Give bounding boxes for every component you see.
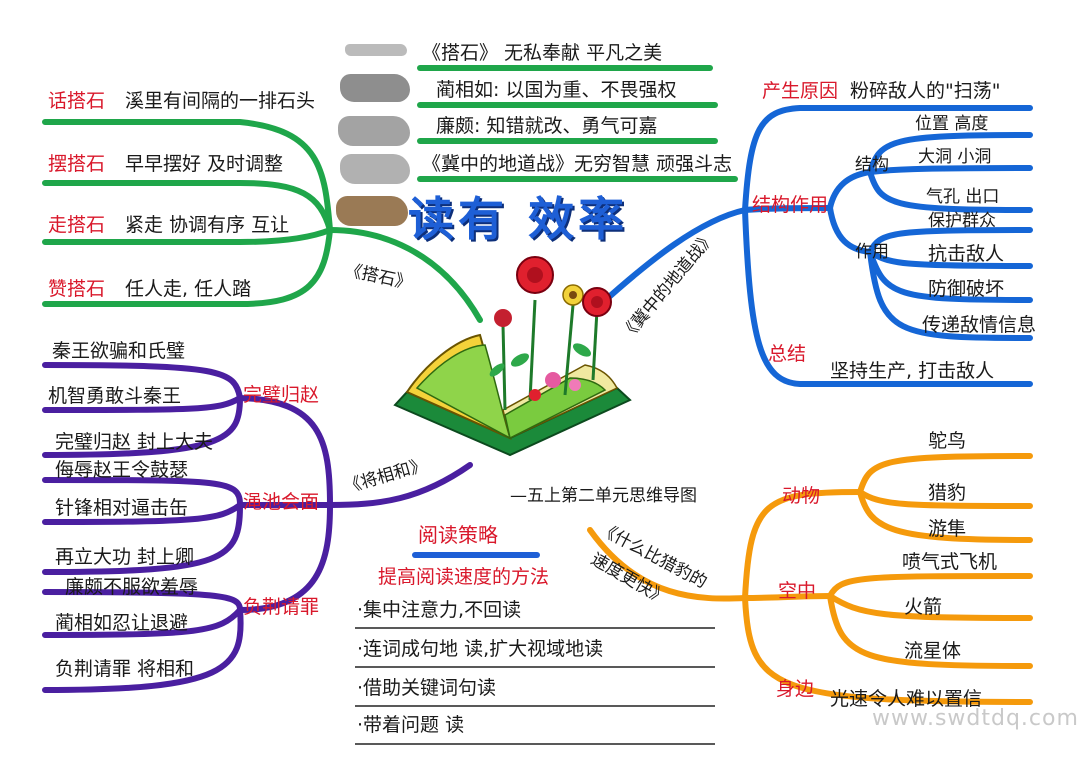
jxh-item: 负荆请罪 将相和: [55, 658, 195, 680]
jxh-item: 廉颇不服欲羞辱: [65, 576, 199, 598]
stone-icon: [345, 44, 407, 56]
jxh-group-key: 完璧归赵: [243, 384, 320, 406]
ddz-function-item: 传递敌情信息: [922, 314, 1037, 336]
top-note: 《搭石》 无私奉献 平凡之美: [422, 42, 663, 64]
ddz-function-item: 抗击敌人: [928, 243, 1005, 265]
ddz-summary-key: 总结: [768, 343, 807, 365]
jxh-item: 完璧归赵 封上大夫: [55, 431, 214, 453]
strategy-item: ·带着问题 读: [357, 714, 465, 736]
ddz-summary-text: 坚持生产, 打击敌人: [830, 360, 995, 382]
strategy-item: ·集中注意力,不回读: [357, 599, 522, 621]
stone-icon: [336, 196, 408, 226]
purple-branch-lines: [42, 362, 473, 693]
ddz-function-key: 作用: [855, 242, 889, 262]
lb-item: 猎豹: [928, 482, 967, 504]
ddz-function-item: 保护群众: [928, 211, 996, 231]
strategy-underlines: [355, 627, 715, 745]
dashi-key: 话搭石: [48, 90, 106, 112]
ddz-structure-key: 结构: [855, 155, 889, 175]
dashi-text: 任人走, 任人踏: [125, 278, 252, 300]
jxh-group-key: 渑池会面: [243, 491, 320, 513]
map-subtitle: —五上第二单元思维导图: [510, 486, 697, 506]
lb-group-key: 动物: [782, 485, 821, 507]
jxh-item: 秦王欲骗和氏璧: [52, 340, 186, 362]
lb-item: 火箭: [904, 596, 943, 618]
strategy-item: ·借助关键词句读: [357, 677, 497, 699]
dashi-text: 溪里有间隔的一排石头: [125, 90, 316, 112]
orange-branch-lines: [587, 453, 1033, 705]
ddz-structure-item: 气孔 出口: [926, 187, 1000, 207]
dashi-key: 走搭石: [48, 214, 106, 236]
jxh-item: 蔺相如忍让退避: [55, 612, 189, 634]
ddz-cause-text: 粉碎敌人的"扫荡": [850, 80, 1001, 102]
lb-item: 喷气式飞机: [902, 551, 998, 573]
map-title: 读有 效率: [408, 192, 629, 246]
strategy-subtitle: 提高阅读速度的方法: [378, 566, 550, 588]
ddz-function-item: 防御破坏: [928, 278, 1005, 300]
top-note: 蔺相如: 以国为重、不畏强权: [436, 79, 677, 101]
stone-icon: [338, 116, 410, 146]
blue-branch-lines: [597, 105, 1033, 387]
ddz-cause-key: 产生原因: [762, 80, 839, 102]
strategy-title-underline: [412, 552, 540, 558]
top-note: 《冀中的地道战》无穷智慧 顽强斗志: [422, 153, 733, 175]
dashi-text: 紧走 协调有序 互让: [125, 214, 290, 236]
green-branch-lines: [42, 65, 738, 323]
dashi-key: 摆搭石: [48, 153, 106, 175]
jxh-item: 针锋相对逼击缶: [55, 497, 189, 519]
top-note: 廉颇: 知错就改、勇气可嘉: [436, 115, 658, 137]
jxh-item: 机智勇敢斗秦王: [48, 385, 182, 407]
ddz-structure-item: 大洞 小洞: [918, 147, 992, 167]
strategy-title: 阅读策略: [418, 523, 498, 547]
stone-icon: [340, 74, 410, 102]
ddz-structure-item: 位置 高度: [915, 114, 989, 134]
lb-group-key: 身边: [776, 678, 815, 700]
strategy-item: ·连词成句地 读,扩大视域地读: [357, 638, 604, 660]
jxh-group-key: 负荆请罪: [243, 596, 320, 618]
ddz-structure-function-key: 结构作用: [752, 194, 829, 216]
lb-item: 游隼: [928, 518, 967, 540]
book-illustration: [393, 256, 632, 457]
lb-item: 鸵鸟: [928, 430, 967, 452]
dashi-key: 赞搭石: [48, 278, 106, 300]
lb-item: 光速令人难以置信: [830, 688, 983, 710]
dashi-text: 早早摆好 及时调整: [125, 153, 284, 175]
stone-icon: [340, 154, 410, 184]
lb-group-key: 空中: [778, 580, 817, 602]
jxh-item: 侮辱赵王令鼓瑟: [55, 459, 189, 481]
jxh-item: 再立大功 封上卿: [55, 546, 195, 568]
watermark: www.swdtdq.com: [872, 706, 1079, 731]
lb-item: 流星体: [904, 640, 962, 662]
